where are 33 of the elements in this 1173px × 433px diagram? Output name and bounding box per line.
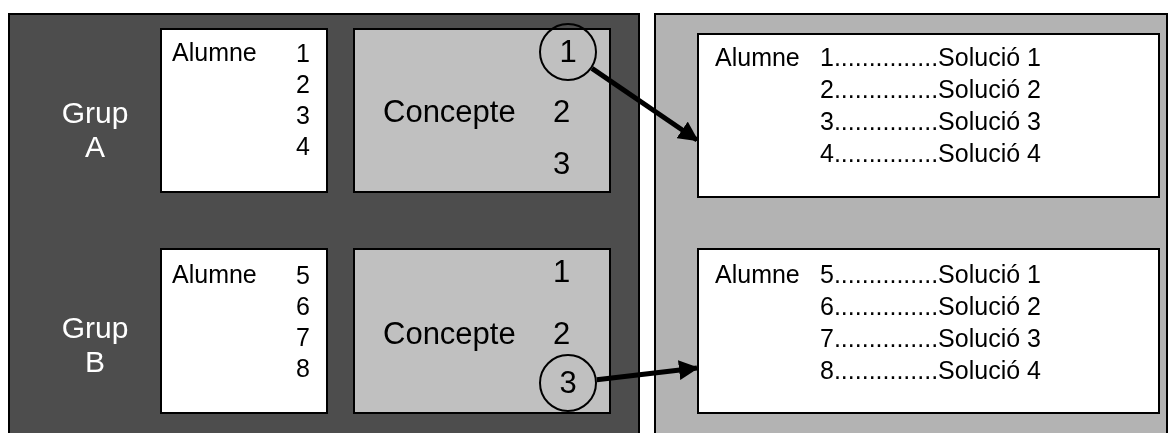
label-text: 1 [553,258,571,286]
arrow [590,66,699,143]
label-text: 1...............Solució 1 [820,43,1041,71]
number-list: 1 2 3 4 [296,38,312,162]
circled-number: 1 [558,38,578,66]
panel-background [654,13,1168,433]
label-text: Alumne [172,38,257,66]
label-text: 8...............Solució 4 [820,356,1041,384]
label-text: Alumne [715,260,800,288]
label-text: 5...............Solució 1 [820,260,1041,288]
number-circle [539,354,597,412]
arrow [596,360,699,383]
label-text: 3 [553,150,571,178]
label-text: 2...............Solució 2 [820,75,1041,103]
circled-number: 3 [558,369,578,397]
solution-box [697,248,1160,414]
list-box [160,248,328,414]
list-box [160,28,328,193]
label-text: 2 [553,98,571,126]
label-text: 4...............Solució 4 [820,139,1041,167]
label-text: Alumne [715,43,800,71]
label-text: Alumne [172,260,257,288]
concept-box [353,248,611,414]
number-list: 5 6 7 8 [296,260,312,384]
group-label: Grup A [60,96,130,164]
group-label: Grup B [60,311,130,379]
number-circle [539,23,597,81]
label-text: 2 [553,320,571,348]
label-text: 3...............Solució 3 [820,107,1041,135]
label-text: 6...............Solució 2 [820,292,1041,320]
label-text: 7...............Solució 3 [820,324,1041,352]
solution-box [697,33,1160,198]
panel-background [8,13,640,433]
